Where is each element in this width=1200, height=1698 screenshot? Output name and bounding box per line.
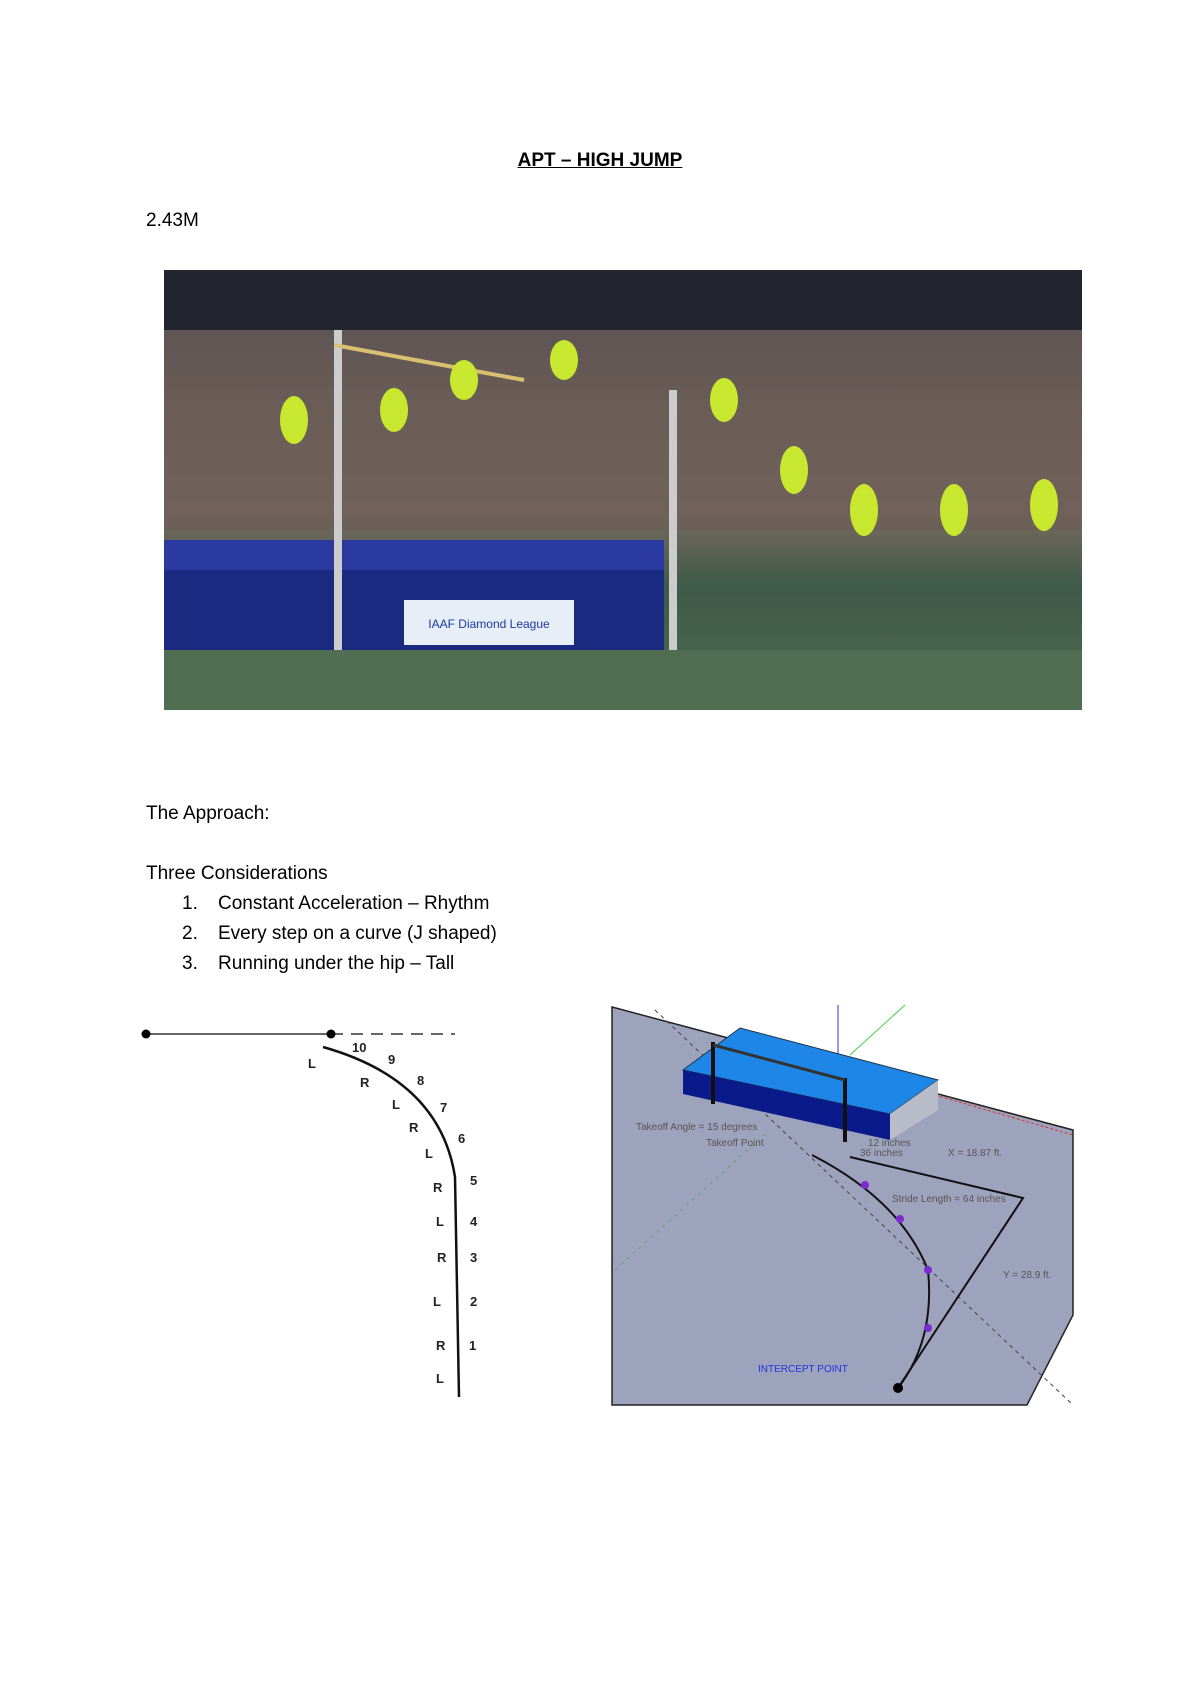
svg-text:L: L <box>436 1214 444 1229</box>
svg-text:L: L <box>436 1371 444 1386</box>
svg-text:R: R <box>436 1338 446 1353</box>
svg-text:R: R <box>360 1075 370 1090</box>
approach-heading: The Approach: <box>146 803 270 824</box>
svg-text:R: R <box>433 1180 443 1195</box>
considerations-heading: Three Considerations <box>146 863 328 884</box>
svg-text:3: 3 <box>470 1250 477 1265</box>
svg-text:Takeoff Point: Takeoff Point <box>706 1138 764 1149</box>
svg-text:L: L <box>433 1294 441 1309</box>
record-height: 2.43M <box>146 210 199 231</box>
svg-text:9: 9 <box>388 1052 395 1067</box>
svg-text:36 inches: 36 inches <box>860 1148 903 1159</box>
svg-text:IAAF Diamond League: IAAF Diamond League <box>428 617 550 631</box>
list-item: 2.Every step on a curve (J shaped) <box>182 923 497 944</box>
list-item: 1.Constant Acceleration – Rhythm <box>182 893 490 914</box>
high-jump-photo: IAAF Diamond League <box>164 270 1082 710</box>
svg-text:6: 6 <box>458 1131 465 1146</box>
step-diagram: 10 9 8 7 6 5 4 3 2 1 L R L R L R L R L R… <box>141 1029 478 1398</box>
svg-text:12 inches: 12 inches <box>868 1138 911 1149</box>
approach-3d-diagram: Takeoff Angle = 15 degrees Takeoff Point… <box>611 1004 1074 1406</box>
svg-text:Y = 28.9 ft.: Y = 28.9 ft. <box>1003 1270 1051 1281</box>
page-title: APT – HIGH JUMP <box>517 150 683 171</box>
svg-text:L: L <box>425 1146 433 1161</box>
list-item: 3.Running under the hip – Tall <box>182 953 455 974</box>
svg-text:4: 4 <box>470 1214 478 1229</box>
svg-text:5: 5 <box>470 1173 477 1188</box>
svg-text:7: 7 <box>440 1100 447 1115</box>
svg-text:1: 1 <box>469 1338 476 1353</box>
svg-text:R: R <box>437 1250 447 1265</box>
svg-text:Takeoff Angle = 15 degrees: Takeoff Angle = 15 degrees <box>636 1122 757 1133</box>
svg-text:L: L <box>392 1097 400 1112</box>
svg-text:Stride Length = 64 inches: Stride Length = 64 inches <box>892 1194 1006 1205</box>
svg-text:10: 10 <box>352 1040 366 1055</box>
svg-text:L: L <box>308 1056 316 1071</box>
svg-text:2: 2 <box>470 1294 477 1309</box>
svg-text:R: R <box>409 1120 419 1135</box>
svg-text:INTERCEPT POINT: INTERCEPT POINT <box>758 1364 848 1375</box>
svg-text:X = 18.87 ft.: X = 18.87 ft. <box>948 1148 1002 1159</box>
svg-text:8: 8 <box>417 1073 424 1088</box>
